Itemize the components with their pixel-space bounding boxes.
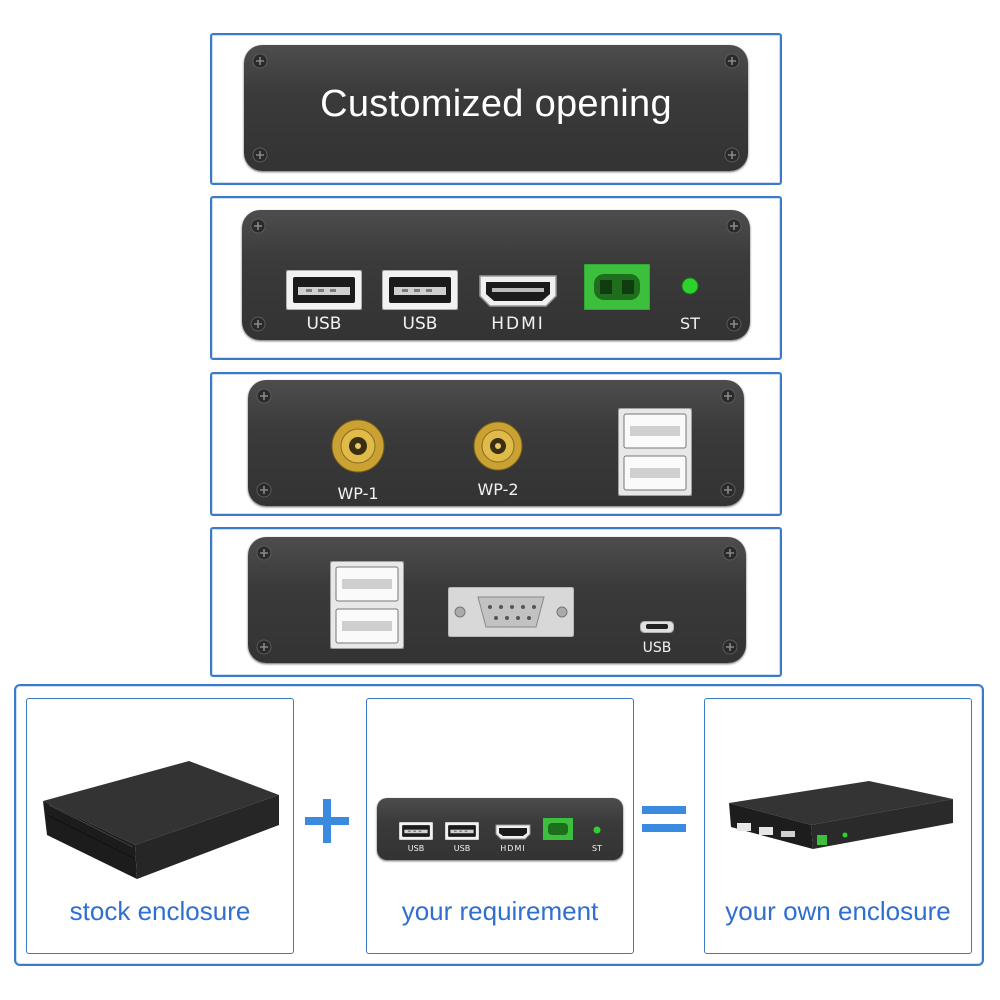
screw-icon (256, 545, 272, 561)
screw-icon (726, 316, 742, 332)
hdmi-label: HDMI (491, 314, 545, 334)
screw-icon (722, 639, 738, 655)
screw-icon (250, 218, 266, 234)
usb-label: USB (306, 314, 342, 334)
screw-icon (720, 388, 736, 404)
usb-port-icon (445, 822, 479, 840)
st-label: ST (592, 844, 602, 853)
serial-port-icon (448, 587, 574, 637)
hdmi-port-icon (495, 824, 531, 840)
screw-icon (724, 147, 740, 163)
screw-icon (252, 147, 268, 163)
hdmi-label: HDMI (500, 844, 526, 853)
usb-port-icon (286, 270, 362, 310)
screw-icon (256, 639, 272, 655)
sma-connector-icon (331, 419, 385, 473)
screw-icon (256, 482, 272, 498)
result-card: your own enclosure (704, 698, 972, 954)
panel-frame-front: USB USB HDMI ST (210, 196, 782, 360)
screw-icon (724, 53, 740, 69)
usb-label: USB (407, 844, 425, 853)
screw-icon (250, 316, 266, 332)
panel-frame-custom: Customized opening (210, 33, 782, 185)
dual-usb-port-icon (330, 561, 404, 649)
wp1-label: WP-1 (337, 484, 379, 503)
stock-enclosure-caption: stock enclosure (69, 896, 251, 926)
stock-enclosure-card: stock enclosure (26, 698, 294, 954)
screw-icon (256, 388, 272, 404)
micro-usb-port-icon (640, 621, 674, 633)
plus-icon (305, 799, 349, 843)
sma-connector-icon (473, 421, 523, 471)
front-panel: USB USB HDMI ST (242, 210, 750, 340)
panel-title: Customized opening (320, 83, 672, 125)
wp2-label: WP-2 (477, 480, 519, 499)
result-caption: your own enclosure (725, 896, 951, 926)
status-led-icon (593, 826, 601, 834)
requirement-caption: your requirement (401, 896, 599, 926)
micro-usb-label: USB (642, 640, 672, 656)
panel-frame-rear: USB (210, 527, 782, 677)
st-label: ST (680, 314, 700, 333)
terminal-block-icon (543, 818, 573, 840)
equals-icon (642, 806, 686, 832)
usb-port-icon (399, 822, 433, 840)
screw-icon (726, 218, 742, 234)
usb-label: USB (453, 844, 471, 853)
usb-port-icon (382, 270, 458, 310)
custom-enclosure-image (729, 781, 953, 849)
status-led-icon (681, 277, 699, 295)
hdmi-port-icon (479, 275, 557, 307)
rear-panel: USB (248, 537, 746, 663)
mini-front-panel: USB USB HDMI ST (377, 798, 623, 860)
screw-icon (722, 545, 738, 561)
screw-icon (252, 53, 268, 69)
dual-usb-port-icon (618, 408, 692, 496)
custom-opening-panel: Customized opening (244, 45, 748, 171)
stock-enclosure-image (43, 761, 279, 879)
requirement-card: USB USB HDMI ST your requirement (366, 698, 634, 954)
panel-frame-antenna: WP-1 WP-2 (210, 372, 782, 516)
terminal-block-icon (584, 264, 650, 310)
antenna-panel: WP-1 WP-2 (248, 380, 744, 506)
screw-icon (720, 482, 736, 498)
usb-label: USB (402, 314, 438, 334)
